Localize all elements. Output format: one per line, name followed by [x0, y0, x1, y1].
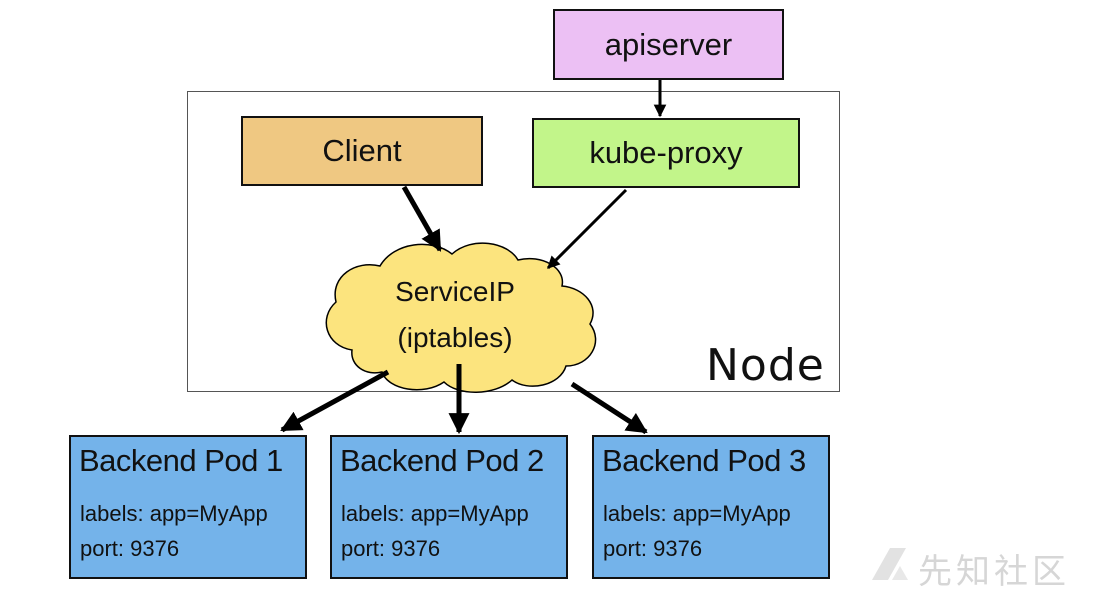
pod-title: Backend Pod 3 — [602, 443, 806, 478]
apiserver-box: apiserver — [553, 9, 784, 80]
service-ip-label: ServiceIP — [395, 276, 515, 307]
watermark: 先知社区 — [868, 540, 1088, 592]
pod-title: Backend Pod 1 — [79, 443, 283, 478]
arrow-client-to-service — [401, 185, 443, 252]
arrow-kube-proxy-to-service — [546, 188, 628, 270]
client-label: Client — [322, 133, 402, 168]
pod-labels: labels: app=MyApp — [341, 501, 529, 526]
kube-proxy-label: kube-proxy — [589, 135, 743, 170]
apiserver-label: apiserver — [604, 26, 733, 62]
pod-port: port: 9376 — [80, 536, 180, 561]
pod-port: port: 9376 — [603, 536, 703, 561]
arrow-service-to-pod-3 — [570, 381, 648, 435]
kube-proxy-box: kube-proxy — [532, 118, 800, 188]
pod-title: Backend Pod 2 — [340, 443, 544, 478]
watermark-logo-icon — [872, 548, 908, 580]
pod-labels: labels: app=MyApp — [603, 501, 791, 526]
cloud-outline — [325, 242, 597, 393]
watermark-text: 先知社区 — [918, 552, 1070, 592]
service-cloud-shape — [325, 242, 597, 393]
backend-pod-2: Backend Pod 2 labels: app=MyApp port: 93… — [330, 435, 568, 579]
arrow-service-to-pod-1 — [280, 369, 390, 433]
pod-labels: labels: app=MyApp — [80, 501, 268, 526]
iptables-label: (iptables) — [397, 322, 513, 353]
client-box: Client — [241, 116, 483, 186]
pod-port: port: 9376 — [341, 536, 441, 561]
backend-pod-3: Backend Pod 3 labels: app=MyApp port: 93… — [592, 435, 830, 579]
node-boundary — [187, 91, 840, 392]
node-label: Node — [706, 340, 825, 391]
backend-pod-1: Backend Pod 1 labels: app=MyApp port: 93… — [69, 435, 307, 579]
